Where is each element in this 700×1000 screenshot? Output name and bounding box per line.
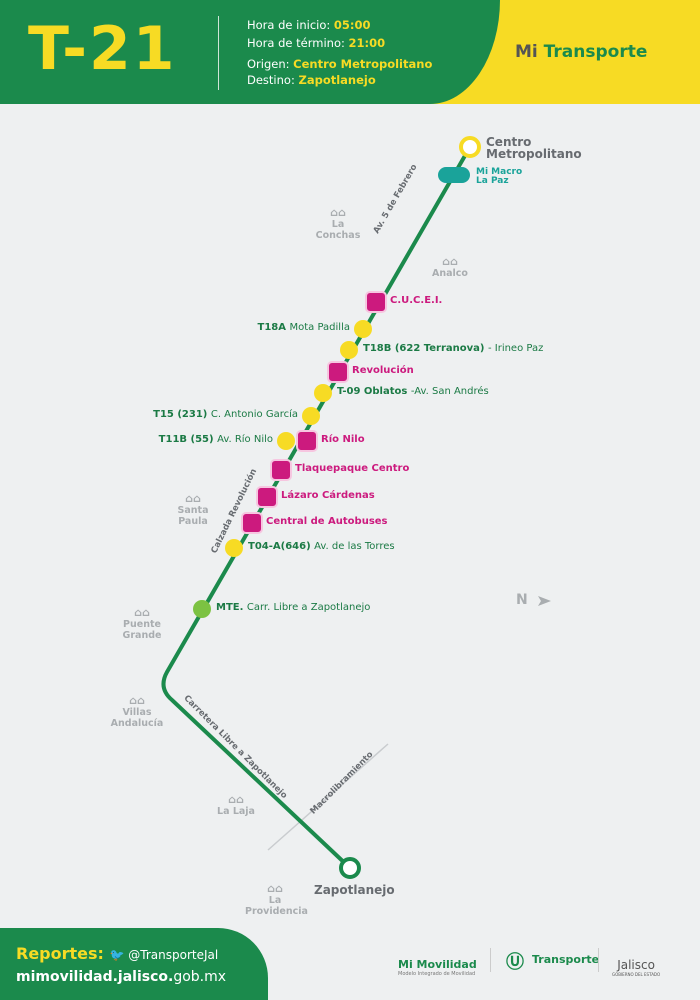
leaf-icon[interactable] bbox=[193, 600, 211, 618]
stop-label: T15 (231) C. Antonio García bbox=[153, 409, 298, 420]
destination: Destino: Zapotlanejo bbox=[247, 73, 376, 87]
route-line bbox=[161, 146, 472, 870]
brand-logo: Mi Transporte bbox=[515, 42, 648, 62]
stop-label: T-09 Oblatos -Av. San Andrés bbox=[337, 386, 489, 397]
divider bbox=[598, 948, 599, 972]
stop-label: T04-A(646) Av. de las Torres bbox=[248, 541, 395, 552]
landmark-stop-icon[interactable] bbox=[327, 361, 349, 383]
neighborhood-label: ⌂⌂Villas Andalucía bbox=[97, 694, 177, 729]
stop-label: T11B (55) Av. Río Nilo bbox=[158, 434, 273, 445]
bus-stop-icon[interactable] bbox=[314, 384, 332, 402]
stop-label: Río Nilo bbox=[321, 434, 365, 445]
twitter-handle[interactable]: 🐦 @TransporteJal bbox=[109, 948, 219, 962]
neighborhood-label: ⌂⌂Santa Paula bbox=[153, 492, 233, 527]
north-arrow-icon bbox=[538, 596, 551, 606]
divider bbox=[490, 948, 491, 972]
houses-icon: ⌂⌂ bbox=[134, 606, 150, 619]
landmark-stop-icon[interactable] bbox=[241, 512, 263, 534]
end-terminal-label: Zapotlanejo bbox=[314, 883, 395, 897]
end-time: Hora de término: 21:00 bbox=[247, 36, 386, 50]
transporte-logo: Transporte bbox=[532, 953, 600, 966]
north-label: N bbox=[516, 592, 528, 608]
start-time: Hora de inicio: 05:00 bbox=[247, 18, 371, 32]
houses-icon: ⌂⌂ bbox=[228, 793, 244, 806]
stop-label: Central de Autobuses bbox=[266, 516, 388, 527]
stop-label: T18B (622 Terranova) - Irineo Paz bbox=[363, 343, 544, 354]
neighborhood-label: ⌂⌂La Providencia bbox=[235, 882, 315, 917]
route-number: T-21 bbox=[28, 14, 177, 84]
start-terminal-label: Centro Metropolitano bbox=[486, 135, 582, 161]
bus-stop-icon[interactable] bbox=[225, 539, 243, 557]
neighborhood-label: ⌂⌂Analco bbox=[410, 255, 490, 279]
start-terminal bbox=[459, 136, 481, 158]
header-panel bbox=[0, 0, 500, 104]
footer-panel bbox=[0, 928, 268, 1000]
origin: Origen: Centro Metropolitano bbox=[247, 57, 433, 71]
transporte-icon: Ⓤ bbox=[506, 952, 524, 973]
houses-icon: ⌂⌂ bbox=[129, 694, 145, 707]
stop-label: Revolución bbox=[352, 365, 414, 376]
website-link[interactable]: mimovilidad.jalisco.gob.mx bbox=[16, 969, 227, 985]
macro-label: Mi Macro La Paz bbox=[476, 167, 523, 186]
landmark-stop-icon[interactable] bbox=[365, 291, 387, 313]
neighborhood-label: ⌂⌂La Conchas bbox=[298, 206, 378, 241]
neighborhood-label: ⌂⌂La Laja bbox=[196, 793, 276, 817]
stop-label: T18A Mota Padilla bbox=[257, 322, 350, 333]
landmark-stop-icon[interactable] bbox=[270, 459, 292, 481]
end-terminal bbox=[339, 857, 361, 879]
bus-stop-icon[interactable] bbox=[277, 432, 295, 450]
stop-label: MTE. Carr. Libre a Zapotlanejo bbox=[216, 602, 371, 613]
houses-icon: ⌂⌂ bbox=[330, 206, 346, 219]
stop-label: C.U.C.E.I. bbox=[390, 295, 443, 306]
landmark-stop-icon[interactable] bbox=[296, 430, 318, 452]
bus-stop-icon[interactable] bbox=[340, 341, 358, 359]
divider bbox=[218, 16, 219, 90]
stop-label: Tlaquepaque Centro bbox=[295, 463, 410, 474]
houses-icon: ⌂⌂ bbox=[185, 492, 201, 505]
stop-label: Lázaro Cárdenas bbox=[281, 490, 375, 501]
macrolibramiento-road bbox=[267, 743, 389, 851]
neighborhood-label: ⌂⌂Puente Grande bbox=[102, 606, 182, 641]
bus-stop-icon[interactable] bbox=[302, 407, 320, 425]
reports: Reportes: 🐦 @TransporteJal bbox=[16, 944, 219, 963]
bus-stop-icon[interactable] bbox=[354, 320, 372, 338]
macro-bus-icon bbox=[438, 167, 470, 183]
houses-icon: ⌂⌂ bbox=[442, 255, 458, 268]
houses-icon: ⌂⌂ bbox=[267, 882, 283, 895]
landmark-stop-icon[interactable] bbox=[256, 486, 278, 508]
